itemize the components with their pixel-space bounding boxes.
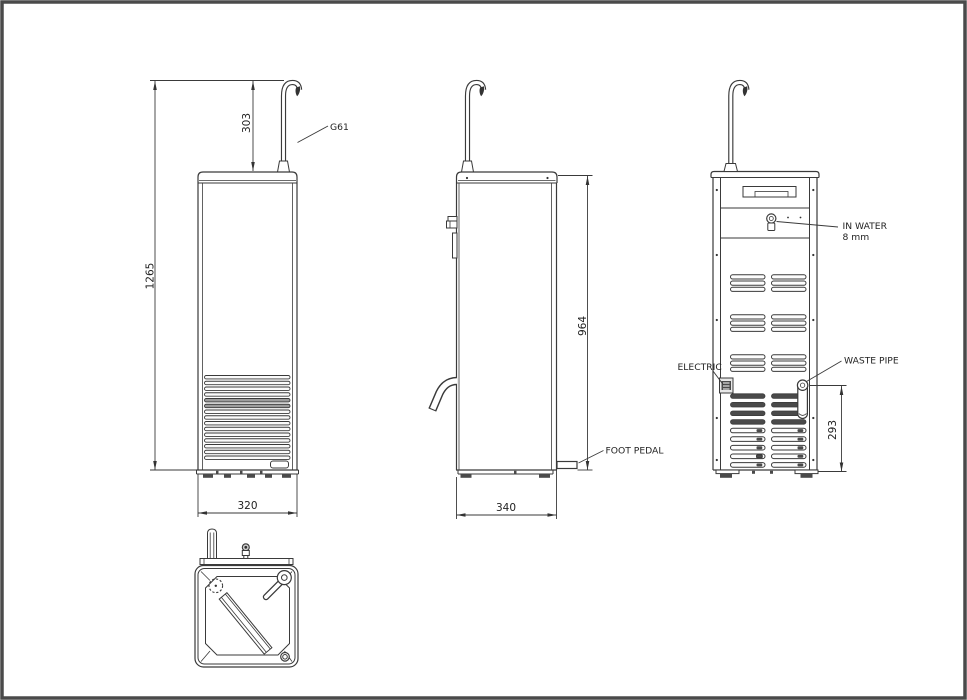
dim-side-height-text: 964: [577, 316, 589, 336]
top-view: [194, 528, 299, 668]
electric-text: ELECTRIC: [678, 362, 722, 373]
front-faucet-icon: [276, 79, 303, 173]
top-faucet-stem-icon: [207, 528, 217, 560]
dim-front-width-text: 320: [237, 500, 257, 512]
in-water-text-line1: IN WATER: [843, 221, 888, 232]
dim-back-waste-height: 293: [809, 385, 847, 472]
waste-pipe-text: WASTE PIPE: [844, 356, 899, 367]
dim-front-total-height-text: 1265: [145, 263, 157, 290]
foot-pedal-text: FOOT PEDAL: [606, 446, 665, 457]
in-water-text-line2: 8 mm: [843, 232, 870, 243]
label-in-water: IN WATER 8 mm: [776, 221, 888, 243]
label-electric: ELECTRIC: [678, 362, 724, 386]
side-waste-elbow-icon: [428, 376, 458, 412]
label-foot-pedal: FOOT PEDAL: [578, 446, 665, 464]
g61-text: G61: [330, 122, 349, 133]
back-base-feet: [715, 469, 819, 478]
front-badge: [270, 460, 289, 469]
side-view: 964 340 FOOT PEDAL: [428, 79, 665, 519]
dim-side-depth: 340: [456, 470, 557, 519]
back-top-cap: [710, 170, 820, 178]
dim-front-faucet-height-text: 303: [241, 113, 253, 133]
front-cabinet: [197, 171, 298, 470]
waste-pipe-icon: [796, 379, 809, 420]
dim-front-faucet-height: 303: [241, 81, 255, 171]
side-faucet-icon: [460, 79, 487, 173]
dim-front-width: 320: [197, 474, 298, 517]
back-panel: [712, 177, 818, 471]
back-view: 293 IN WATER 8 mm ELECTRIC WASTE PIPE: [678, 79, 899, 478]
side-inlet-fitting: [446, 216, 458, 259]
top-mounting-strip: [199, 558, 294, 565]
dim-side-height: 964: [558, 175, 593, 471]
back-faucet-icon: [723, 79, 750, 172]
top-drain-hole-icon: [280, 651, 290, 662]
side-foot-pedal: [556, 460, 578, 470]
label-g61: G61: [297, 122, 349, 143]
side-base-feet: [457, 470, 554, 478]
front-view: 1265 303 320 G61: [145, 79, 349, 517]
top-tap-valve-icon: [262, 569, 292, 601]
top-drain-channel-icon: [218, 591, 273, 655]
dim-front-total-height: 1265: [145, 80, 284, 471]
front-base-feet: [196, 469, 299, 478]
top-faucet-hole-icon: [208, 578, 224, 594]
in-water-fitting-icon: [766, 213, 802, 231]
dim-side-depth-text: 340: [496, 502, 516, 514]
electric-inlet-icon: [719, 377, 734, 394]
top-push-button-icon: [241, 543, 250, 561]
dim-back-waste-height-text: 293: [827, 420, 839, 440]
front-louver-grille: [204, 375, 291, 460]
label-waste-pipe: WASTE PIPE: [806, 356, 899, 382]
side-cabinet: [455, 171, 558, 471]
